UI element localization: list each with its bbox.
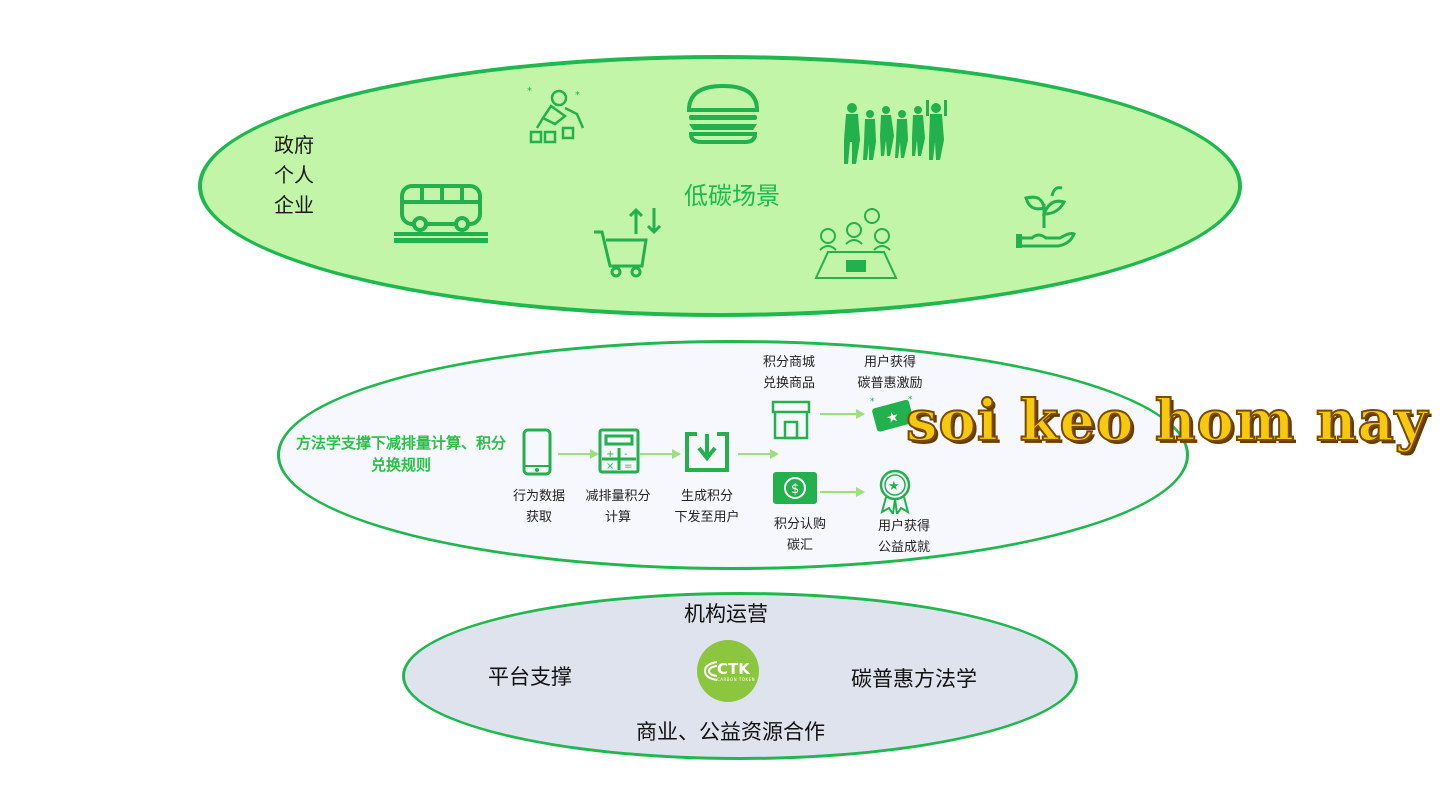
step-issue-points-label: 生成积分 下发至用户 — [674, 489, 740, 525]
svg-text:*: * — [870, 397, 875, 407]
svg-text:★: ★ — [888, 479, 900, 494]
actor-individual: 个人 — [274, 163, 314, 187]
phone-icon — [522, 428, 552, 476]
arrow-step3-to-branches — [738, 449, 779, 459]
people-cheering-icon — [844, 100, 947, 164]
money-bill-icon: $ — [773, 472, 817, 504]
carbon-sink-label: 积分认购 碳汇 — [773, 517, 826, 553]
step-points-calculation-label: 减排量积分 计算 — [585, 489, 651, 525]
ctk-logo: CTK CARBON TOKEN — [697, 640, 759, 702]
ticket-star-icon: ★ * * — [870, 395, 914, 432]
logo-text: CTK — [717, 660, 750, 678]
platform-support-text: 平台支撑 — [488, 665, 572, 689]
svg-text:*: * — [575, 90, 580, 101]
arrow-step2-to-step3 — [640, 449, 681, 459]
actor-government: 政府 — [274, 133, 314, 157]
scene-title: 低碳场景 — [684, 182, 780, 210]
svg-text:*: * — [527, 86, 532, 97]
incentive-result-label: 用户获得 碳普惠激励 — [857, 355, 923, 391]
shopping-cart-icon — [594, 207, 662, 278]
methodology-text: 方法学支撑下减排量计算、积分兑换规则 — [296, 434, 507, 474]
actors-list: 政府 个人 企业 — [274, 130, 314, 220]
award-medal-icon: ★ — [879, 469, 911, 514]
svg-text:★: ★ — [885, 409, 901, 428]
logo-subtext: CARBON TOKEN — [717, 677, 756, 682]
step-data-collection-label: 行为数据 获取 — [512, 489, 565, 525]
arrow-mall-to-incentive — [820, 409, 865, 419]
resource-cooperation-text: 商业、公益资源合作 — [636, 720, 825, 744]
points-mall-label: 积分商城 兑换商品 — [762, 355, 815, 391]
bus-icon — [394, 184, 488, 243]
calculator-icon: +- × = — [598, 428, 640, 474]
svg-text:+: + — [606, 449, 614, 460]
svg-text:$: $ — [791, 482, 799, 497]
operations-title: 机构运营 — [684, 602, 768, 626]
arrow-step1-to-step2 — [558, 449, 599, 459]
store-icon — [771, 400, 811, 440]
overlay-watermark-text: soi keo hom nay — [905, 387, 1429, 455]
download-icon — [685, 432, 729, 472]
svg-text:=: = — [624, 461, 632, 472]
plant-in-hand-icon — [1016, 186, 1076, 248]
arrow-sink-to-achievement — [820, 487, 865, 497]
svg-text:*: * — [908, 395, 913, 405]
logo-mark-icon — [703, 661, 718, 681]
points-process-ellipse — [277, 340, 1189, 570]
child-playing-blocks-icon: ** — [527, 86, 585, 144]
low-carbon-scene-ellipse — [198, 55, 1242, 317]
actor-enterprise: 企业 — [274, 193, 314, 217]
burger-icon — [686, 84, 760, 144]
meeting-group-icon — [814, 208, 898, 279]
svg-text:-: - — [624, 449, 628, 460]
methodology-support-text: 碳普惠方法学 — [851, 667, 977, 691]
svg-text:×: × — [606, 461, 614, 472]
achievement-result-label: 用户获得 公益成就 — [877, 519, 930, 555]
